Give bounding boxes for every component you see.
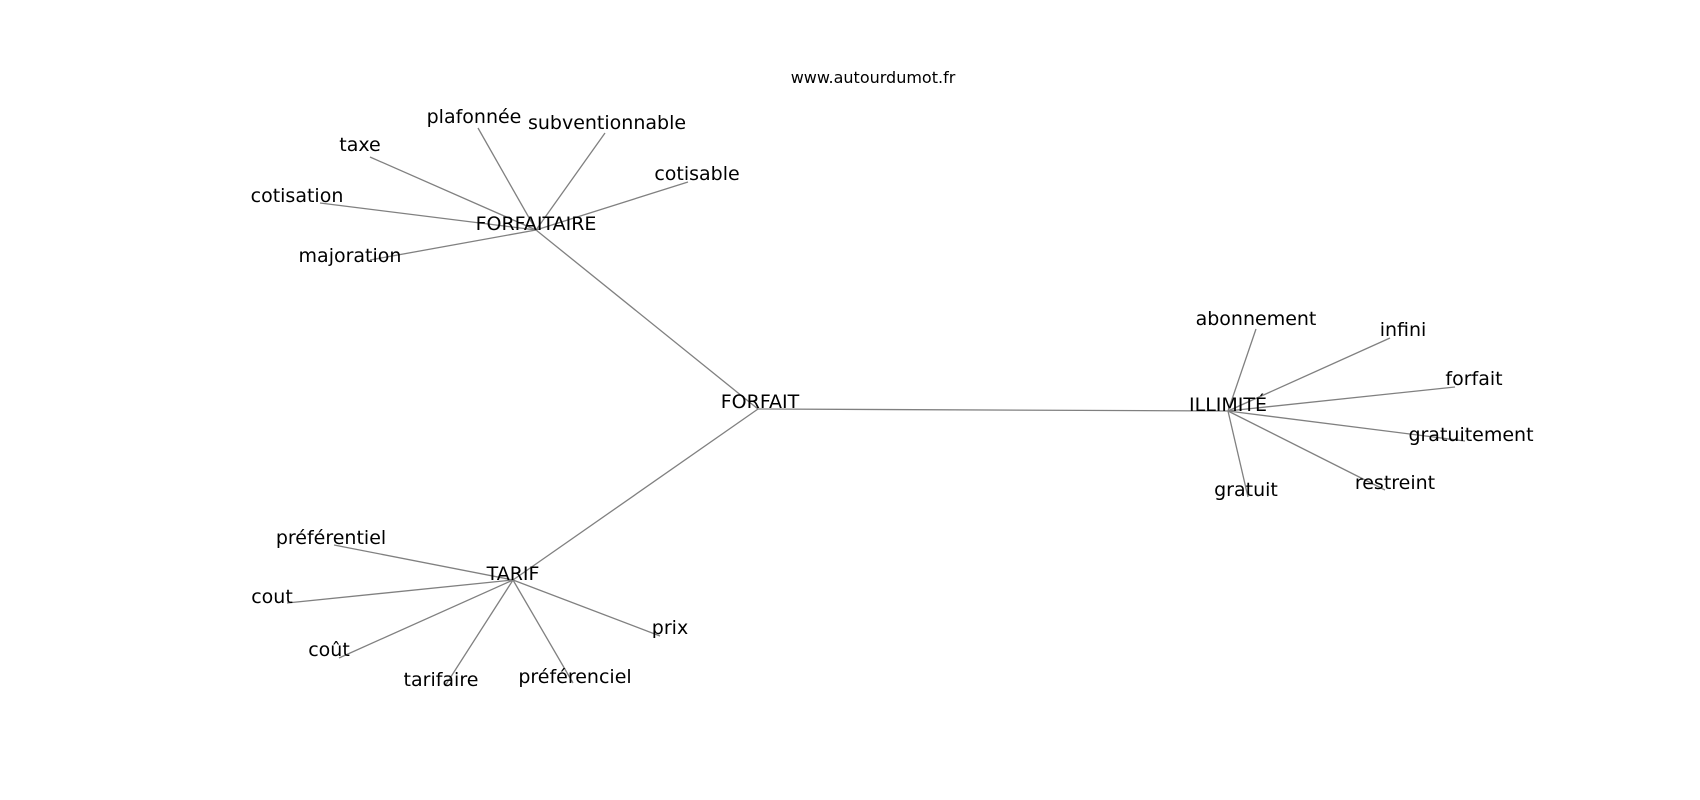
graph-edge (286, 579, 514, 604)
graph-edge (535, 132, 606, 231)
graph-edge (319, 202, 537, 231)
graph-edge (338, 579, 514, 659)
leaf-word: infini (1380, 319, 1427, 341)
graph-edge (444, 579, 514, 687)
graph-edge (512, 579, 574, 684)
center-word: FORFAIT (721, 391, 800, 413)
leaf-word: gratuitement (1408, 424, 1533, 446)
graph-edge (477, 127, 537, 231)
leaf-word: cout (251, 586, 293, 608)
leaf-word: préférenciel (518, 666, 631, 688)
leaf-word: taxe (339, 134, 380, 156)
hub-word-tarif: TARIF (486, 563, 540, 585)
hub-word-illimite: ILLIMITÉ (1189, 393, 1267, 416)
leaf-word: prix (652, 617, 688, 639)
graph-edge (369, 229, 537, 261)
graph-edge (535, 229, 759, 410)
graph-edge (1227, 328, 1257, 412)
graph-edge (1227, 337, 1391, 412)
leaf-word: coût (308, 639, 350, 661)
leaf-word: cotisation (251, 185, 344, 207)
leaf-word: tarifaire (404, 669, 479, 691)
graph-edge (1227, 410, 1466, 442)
leaf-word: abonnement (1196, 308, 1317, 330)
leaf-word: subventionnable (528, 112, 686, 134)
graph-edge (1227, 410, 1249, 498)
leaf-word: restreint (1355, 472, 1435, 494)
graph-edge (512, 579, 661, 637)
leaf-word: majoration (299, 245, 402, 267)
graph-edge (1227, 410, 1386, 491)
leaf-word: forfait (1445, 368, 1502, 390)
graph-edge (1227, 386, 1456, 412)
hub-word-forfaitaire: FORFAITAIRE (476, 213, 597, 235)
leaf-word: préférentiel (276, 527, 386, 549)
graph-edges (286, 127, 1466, 687)
graph-edge (369, 156, 537, 231)
graph-labels: www.autourdumot.fr FORFAIT FORFAITAIRE p… (251, 68, 1534, 691)
source-label: www.autourdumot.fr (791, 68, 956, 87)
leaf-word: gratuit (1214, 479, 1278, 501)
leaf-word: plafonnée (427, 106, 522, 128)
graph-edge (757, 408, 1229, 412)
graph-edge (333, 544, 514, 581)
leaf-word: cotisable (654, 163, 739, 185)
graph-edge (512, 408, 759, 581)
graph-edge (535, 181, 689, 231)
